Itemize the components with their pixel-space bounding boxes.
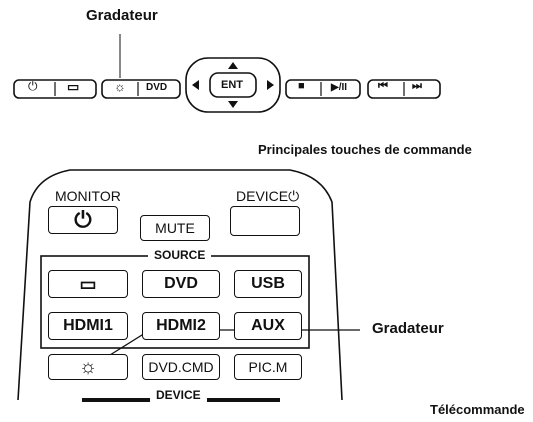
device-power-label: DEVICE⏻ bbox=[236, 188, 300, 204]
source-input-button[interactable]: ▭ bbox=[48, 270, 128, 298]
device-power-button[interactable] bbox=[230, 206, 300, 236]
strip-group-4 bbox=[367, 79, 441, 99]
power-icon[interactable]: ⏻ bbox=[28, 79, 38, 93]
pic-m-button[interactable]: PIC.M bbox=[234, 354, 302, 380]
dpad-left-arrow bbox=[192, 80, 199, 90]
dpad-right-arrow bbox=[267, 80, 274, 90]
enter-button[interactable]: ENT bbox=[221, 79, 243, 91]
play-pause-icon[interactable]: ▶/II bbox=[331, 82, 348, 93]
dpad-outline bbox=[185, 57, 281, 113]
dimmer-callout-remote: Gradateur bbox=[372, 320, 444, 337]
monitor-power-button[interactable]: ⏻ bbox=[48, 206, 118, 234]
caption-remote: Télécommande bbox=[430, 402, 525, 417]
source-title: SOURCE bbox=[148, 248, 212, 262]
caption-main-controls: Principales touches de commande bbox=[258, 142, 472, 157]
dpad-up-arrow bbox=[228, 62, 238, 69]
next-icon[interactable]: ⏭ bbox=[412, 80, 422, 92]
dpad-down-arrow bbox=[228, 101, 238, 108]
hdmi2-button[interactable]: HDMI2 bbox=[142, 312, 220, 340]
previous-icon[interactable]: ⏮ bbox=[378, 80, 388, 92]
aux-button[interactable]: AUX bbox=[234, 312, 302, 340]
dimmer-icon: ☼ bbox=[78, 355, 98, 378]
strip-group-2 bbox=[101, 79, 181, 99]
strip-group-3 bbox=[285, 79, 361, 99]
usb-source-button[interactable]: USB bbox=[234, 270, 302, 298]
stop-icon[interactable]: ■ bbox=[298, 80, 305, 92]
dimmer-button[interactable]: ☼ bbox=[48, 354, 128, 380]
power-icon: ⏻ bbox=[74, 207, 92, 232]
dpad-enter bbox=[209, 72, 257, 98]
dimmer-icon[interactable]: ☼ bbox=[114, 79, 126, 94]
source-icon[interactable]: ▭ bbox=[67, 79, 80, 94]
remote-body bbox=[17, 169, 343, 401]
dvd-source-button[interactable]: DVD bbox=[142, 270, 220, 298]
dvd-cmd-button[interactable]: DVD.CMD bbox=[142, 354, 220, 380]
strip-group-1 bbox=[13, 79, 97, 99]
mute-button[interactable]: MUTE bbox=[140, 215, 210, 241]
device-title: DEVICE bbox=[150, 388, 207, 402]
source-icon: ▭ bbox=[79, 273, 97, 294]
monitor-label: MONITOR bbox=[55, 188, 121, 204]
hdmi1-button[interactable]: HDMI1 bbox=[48, 312, 128, 340]
dvd-button[interactable]: DVD bbox=[146, 82, 168, 93]
dimmer-callout-top: Gradateur bbox=[86, 7, 158, 24]
